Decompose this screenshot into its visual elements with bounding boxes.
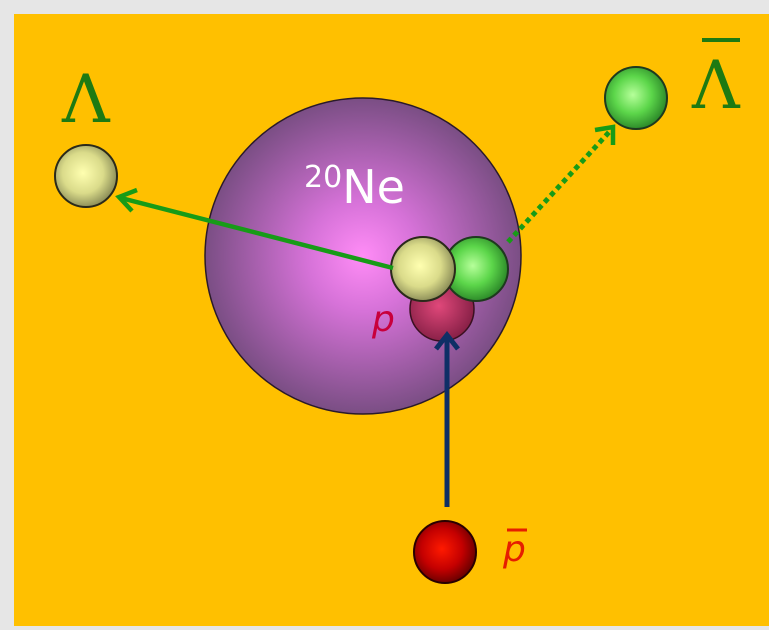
antiproton-label: p bbox=[502, 529, 526, 570]
lambda-particle bbox=[54, 144, 118, 208]
antilambda-trajectory-arrow bbox=[506, 128, 613, 244]
nucleus-label: 20Ne bbox=[304, 160, 405, 214]
nucleus-mass-number: 20 bbox=[304, 160, 342, 195]
nucleus-symbol: Ne bbox=[342, 160, 405, 214]
lambda-trajectory-arrow bbox=[120, 195, 394, 271]
lambda-arrowhead bbox=[115, 187, 138, 213]
antiproton-particle bbox=[413, 520, 477, 584]
antiproton-arrowhead bbox=[434, 330, 460, 351]
proton-label: p bbox=[371, 299, 395, 340]
lambda-produced bbox=[390, 236, 456, 302]
antilambda-particle bbox=[604, 66, 668, 130]
lambda-label: Λ bbox=[61, 61, 111, 138]
antilambda-arrowhead bbox=[594, 124, 616, 145]
antilambda-label: Λ bbox=[691, 47, 741, 124]
